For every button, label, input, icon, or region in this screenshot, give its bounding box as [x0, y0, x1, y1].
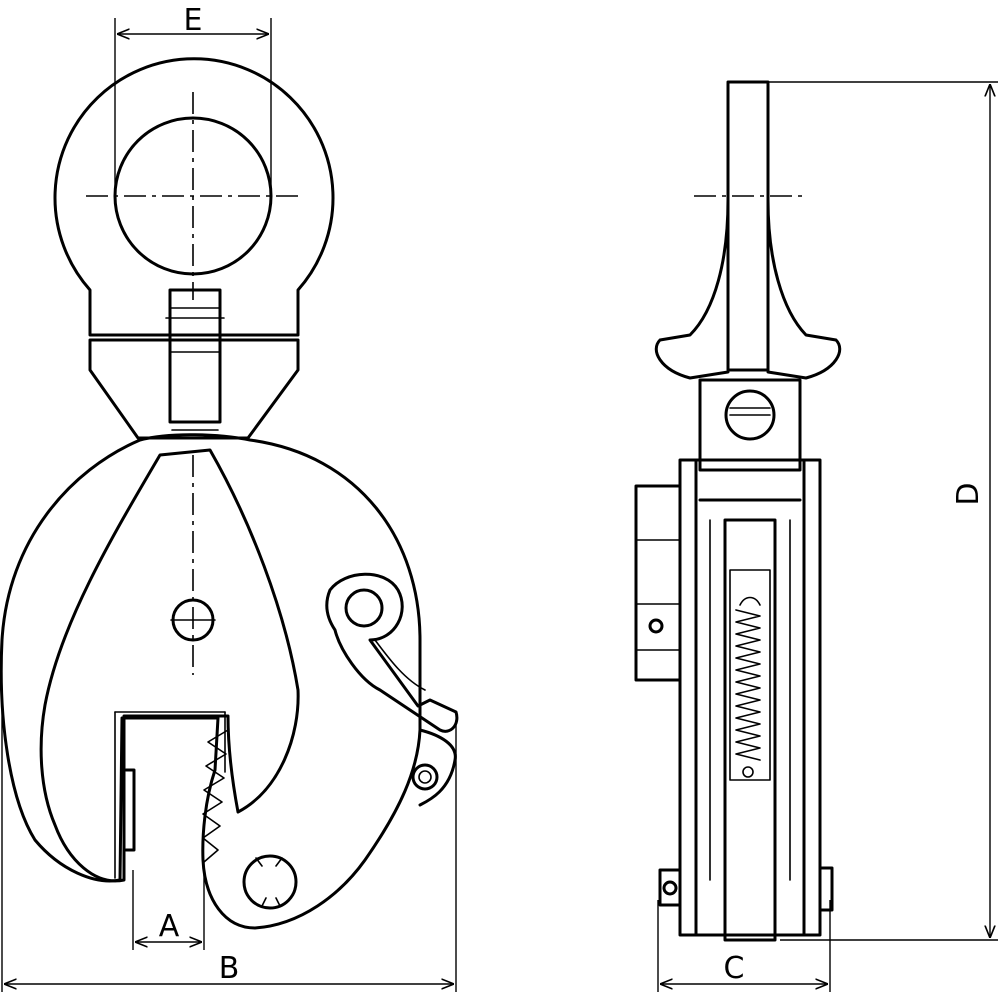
dimension-E: E [114, 3, 272, 196]
front-view [0, 57, 459, 930]
dimension-label-C: C [724, 951, 745, 986]
side-view [634, 80, 842, 942]
dimension-label-A: A [159, 909, 180, 944]
spring [729, 569, 771, 781]
cam-jaw [39, 448, 300, 883]
dimension-label-E: E [184, 3, 203, 38]
dimension-label-D: D [951, 482, 986, 505]
dimension-B: B [1, 700, 457, 992]
shackle-neck [88, 288, 300, 440]
dimension-label-B: B [219, 951, 240, 986]
body-side [634, 458, 834, 942]
dimension-A: A [132, 870, 205, 950]
dimension-D: D [748, 81, 998, 941]
clamp-body [0, 433, 422, 930]
lock-lever [242, 572, 459, 910]
dimension-C: C [657, 900, 831, 992]
lifting-eye [53, 57, 335, 337]
eye-side [654, 80, 842, 472]
